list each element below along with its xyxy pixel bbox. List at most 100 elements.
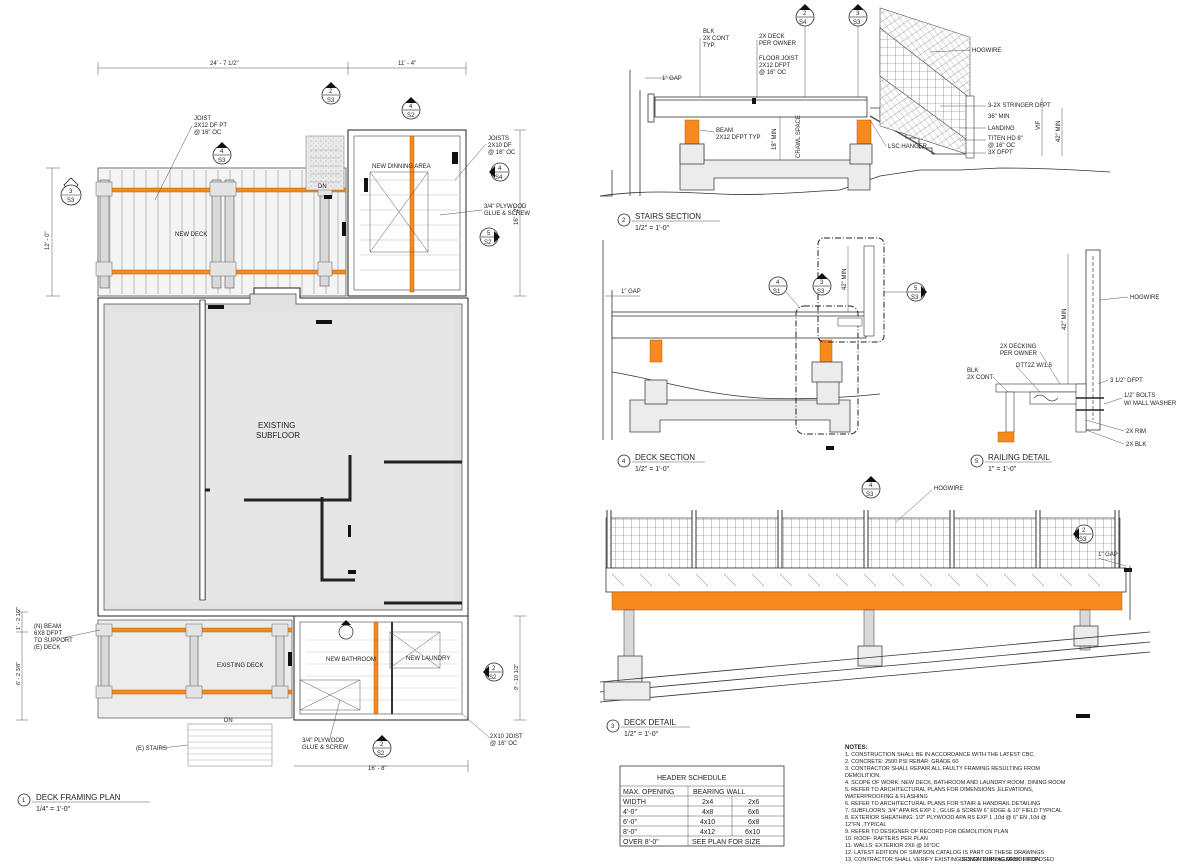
- svg-text:S4: S4: [799, 20, 807, 26]
- label-ply-top-1: 3/4" PLYWOOD: [484, 204, 527, 210]
- svg-text:S2: S2: [489, 675, 497, 681]
- label-stringer: 3-2X STRINGER DFPT: [988, 103, 1051, 109]
- label-existing-subfloor-2: SUBFLOOR: [256, 431, 300, 440]
- schedule-cell: 4x10: [700, 819, 715, 826]
- label-new-deck: NEW DECK: [175, 232, 207, 238]
- dim-bottom-bath: 16' - 8": [368, 766, 387, 772]
- callout-4-s4[interactable]: 4 S4: [489, 162, 510, 182]
- note-line: 11. WALLS: EXTERIOR 2X6 @ 16"OC: [845, 843, 940, 849]
- label-crawl-space: CRAWL SPACE: [796, 115, 802, 158]
- label-new-dining: NEW DINNING AREA: [372, 164, 431, 170]
- svg-text:2: 2: [329, 89, 333, 95]
- schedule-cell: SEE PLAN FOR SIZE: [692, 839, 761, 846]
- note-line: 2. CONCRETE: 2500 PSI REBAR: GRADE 60: [845, 759, 958, 765]
- label-hogwire-stairs: HOGWIRE: [972, 48, 1001, 54]
- label-blk-1: BLK: [703, 29, 714, 35]
- label-blk-3: TYP.: [703, 43, 716, 49]
- note-line: 13. CONTRACTOR SHALL VERIFY EXISTING CON…: [845, 857, 1054, 863]
- callout-5-s2[interactable]: 5 S2: [479, 227, 500, 247]
- note-line: 12"FN ,TYPICAL: [845, 822, 886, 828]
- callout-4-s1[interactable]: 4 S1: [768, 276, 788, 296]
- svg-text:S4: S4: [495, 175, 503, 181]
- schedule-cell: 8'-0": [623, 829, 637, 836]
- schedule-cell: 2x4: [702, 799, 713, 806]
- callout-2-s3-detail[interactable]: 2 S3: [1073, 524, 1094, 544]
- label-2x-rim: 2X RIM: [1126, 429, 1146, 435]
- callout-2-s2-right[interactable]: 2 S2: [483, 662, 504, 682]
- note-line: WATERPROOFING & FLASHING: [845, 794, 928, 800]
- note-line: 6. REFER TO ARCHITECTURAL PLANS FOR STAI…: [845, 801, 1040, 807]
- svg-text:S2: S2: [407, 113, 415, 119]
- schedule-header-2: BEARING WALL: [693, 789, 745, 796]
- stairs-scale: 1/2" = 1'-0": [635, 225, 670, 232]
- schedule-header-1: MAX. OPENING: [623, 789, 674, 796]
- note-line: 8. EXTERIOR SHEATHING: 1/2" PLYWOOD APA …: [845, 815, 1047, 821]
- callout-3-s3-stairs[interactable]: 3 S3: [848, 4, 868, 27]
- svg-text:4: 4: [220, 149, 224, 155]
- svg-text:1: 1: [22, 798, 26, 804]
- svg-text:S2: S2: [484, 240, 492, 246]
- callout-2-s4-stairs[interactable]: 2 S4: [795, 4, 815, 27]
- schedule-cell: 4x12: [700, 829, 715, 836]
- deck-detail-title: DECK DETAIL: [624, 718, 676, 727]
- label-floor-joist-1: FLOOR JOIST: [759, 56, 799, 62]
- svg-text:5: 5: [914, 286, 918, 292]
- label-decking-1: 2X DECKING: [1000, 344, 1037, 350]
- schedule-cell: 4'-0": [623, 809, 637, 816]
- svg-text:3: 3: [69, 189, 73, 195]
- label-beam-stairs-2: 2X12 DFPT TYP: [716, 135, 760, 141]
- dim-left-a: 1' - 2 1/2": [16, 607, 22, 630]
- note-line: 5. REFER TO ARCHITECTURAL PLANS FOR DIME…: [845, 787, 1034, 793]
- label-blk-rail-1: BLK: [967, 368, 978, 374]
- railing-scale: 1" = 1'-0": [988, 466, 1017, 473]
- label-18-min: 18" MIN: [772, 129, 778, 150]
- callout-bath-marker[interactable]: [338, 620, 354, 640]
- svg-text:2: 2: [803, 11, 807, 17]
- svg-text:S3: S3: [327, 98, 335, 104]
- svg-text:S3: S3: [911, 295, 919, 301]
- callout-2-s2-bottom[interactable]: 2 S2: [372, 735, 392, 758]
- schedule-title: HEADER SCHEDULE: [657, 775, 727, 782]
- deck-section-scale: 1/2" = 1'-0": [635, 466, 670, 473]
- label-gap-deck: 1" GAP: [621, 289, 641, 295]
- svg-text:4: 4: [498, 166, 502, 172]
- schedule-cell: WIDTH: [623, 799, 646, 806]
- label-vif: VIF: [1036, 120, 1042, 130]
- label-joists-df-3: @ 16" OC: [488, 150, 516, 156]
- label-new-bathroom: NEW BATHROOM: [326, 657, 376, 663]
- note-line: DESIGN DURING DEMOLITION: [960, 857, 1040, 863]
- note-line: 7. SUBFLOORS: 3/4" APA RS EXP 1 , GLUE &…: [845, 808, 1062, 814]
- header-schedule-table: HEADER SCHEDULE MAX. OPENING BEARING WAL…: [619, 765, 785, 847]
- svg-text:S2: S2: [377, 751, 385, 757]
- label-joists-df-1: JOISTS: [488, 136, 509, 142]
- note-line: 9. REFER TO DESIGNER OF RECORD FOR DEMOL…: [845, 829, 1008, 835]
- label-dn-bottom: DN: [224, 718, 233, 724]
- callout-3-s3-left[interactable]: 3 S3: [60, 177, 82, 206]
- svg-text:5: 5: [487, 231, 491, 237]
- note-line: 10. ROOF- RAFTERS PER PLAN: [845, 836, 928, 842]
- label-ply-top-2: GLUE & SCREW: [484, 211, 530, 217]
- railing-title: RAILING DETAIL: [988, 453, 1050, 462]
- label-joist-pt-2: 2X12 DF PT: [194, 123, 227, 129]
- notes-title: NOTES:: [845, 745, 868, 751]
- label-titen-2: @ 16" OC: [988, 143, 1016, 149]
- callout-5-s3-deck[interactable]: 5 S3: [906, 282, 927, 302]
- callout-4-s2-top[interactable]: 4 S2: [401, 97, 421, 120]
- callout-4-s3-detail[interactable]: 4 S3: [861, 476, 881, 499]
- callout-2-s3-top[interactable]: 2 S3: [321, 82, 341, 105]
- label-decking-2: PER OWNER: [1000, 351, 1038, 357]
- plan-scale: 1/4" = 1'-0": [36, 806, 71, 813]
- plan-title: DECK FRAMING PLAN: [36, 793, 121, 802]
- label-dtt2z: DTT2Z W/1.5: [1016, 363, 1053, 369]
- callout-3-s3-deck[interactable]: 3 S3: [812, 273, 832, 296]
- dim-top-right: 11' - 4": [398, 61, 416, 67]
- label-beam-2: 6X8 DFPT: [34, 631, 62, 637]
- schedule-cell: 6'-0": [623, 819, 637, 826]
- label-dn-top: DN: [318, 184, 327, 190]
- svg-text:2: 2: [622, 218, 626, 224]
- svg-text:5: 5: [975, 459, 979, 465]
- label-joist-pt-3: @ 16" OC: [194, 130, 222, 136]
- label-blk-rail-2: 2X CONT: [967, 375, 993, 381]
- label-existing-subfloor-1: EXISTING: [258, 421, 295, 430]
- callout-4-s3-deck[interactable]: 4 S3: [212, 142, 232, 165]
